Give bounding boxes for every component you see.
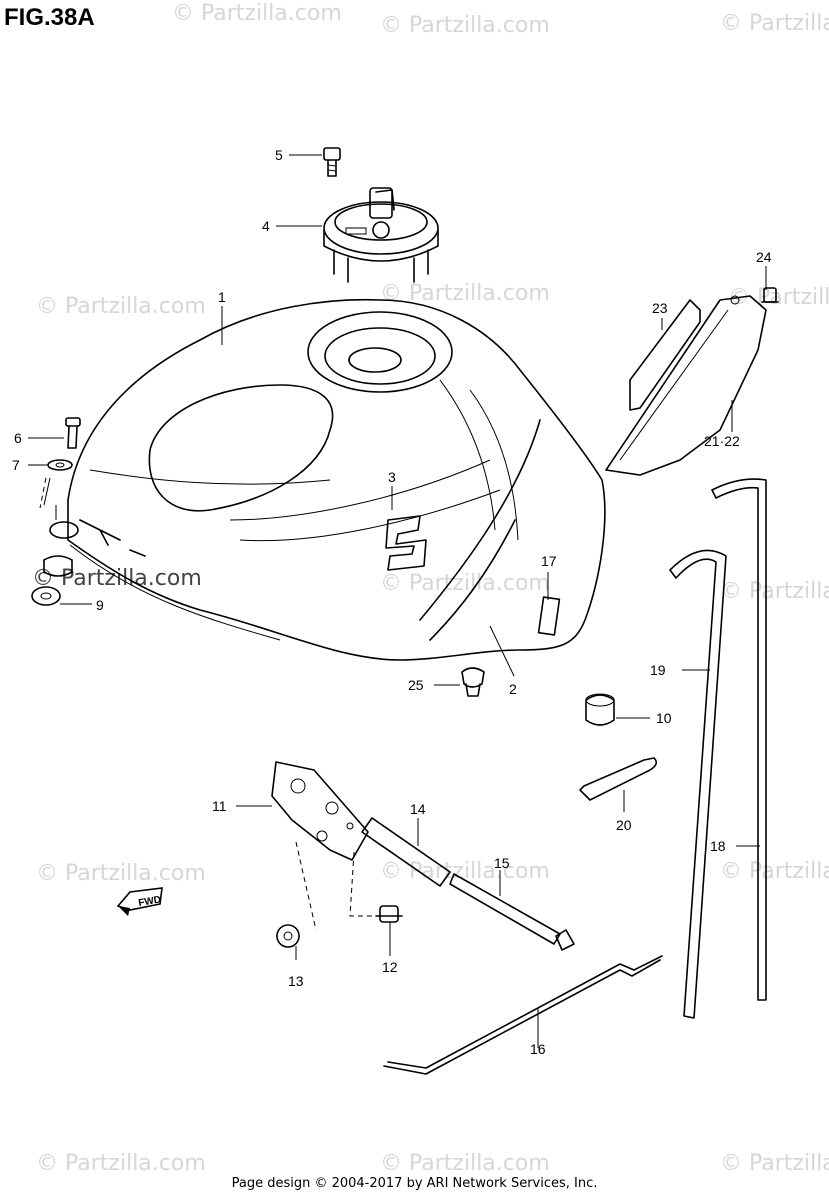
callout-6: 6 [14,430,22,446]
callout-19: 19 [650,662,666,678]
leader-lines [28,154,767,1048]
callout-10: 10 [656,710,672,726]
part-4-fuel-cap [323,187,439,283]
callout-21-22: 21·22 [704,433,740,449]
figure-title: FIG.38A [4,4,95,31]
part-12-bolt [375,905,403,923]
part-13-nut [276,924,300,948]
watermark-text: © Partzilla.com [36,294,206,319]
part-23-cover [629,299,701,411]
watermark-text: © Partzilla.com [720,11,829,36]
part-7-washer [47,459,73,471]
callout-12: 12 [382,959,398,975]
watermark-text: © Partzilla.com [380,13,550,38]
part-10-damper [585,693,615,726]
callout-16: 16 [530,1041,546,1057]
callout-18: 18 [710,838,726,854]
callout-14: 14 [410,801,426,817]
callout-25: 25 [408,677,424,693]
callout-1: 1 [218,289,226,305]
part-19-hose [669,549,727,1019]
part-24-screw [761,287,779,303]
part-18-hose [711,478,767,1001]
callout-20: 20 [616,817,632,833]
fwd-arrow-icon: FWD [116,887,163,916]
part-15-bolt [449,873,575,951]
part-20-clamp [579,757,658,801]
callout-5: 5 [275,147,283,163]
callout-24: 24 [756,249,772,265]
watermark-text: © Partzilla.com [720,579,829,604]
part-25-grommet [461,667,485,697]
part-5-screw [323,147,341,177]
part-9-cushion [31,477,79,606]
part-6-bolt [65,417,81,449]
watermark-text: © Partzilla.com [172,1,342,26]
part-1-fuel-tank [67,298,606,661]
callout-11: 11 [212,798,227,814]
callout-9: 9 [96,597,104,613]
fwd-label: FWD [138,894,162,909]
callout-4: 4 [262,218,270,234]
callouts: 5 4 1 6 7 9 3 17 2 25 10 20 19 18 21·22 … [12,147,772,1057]
callout-2: 2 [509,681,517,697]
part-14-collar [361,817,451,887]
watermark-text: © Partzilla.com [36,861,206,886]
watermark-text: © Partzilla.com [32,566,202,591]
watermark-text: © Partzilla.com [728,285,829,310]
page-footer: Page design © 2004-2017 by ARI Network S… [231,1176,598,1191]
watermark-text: © Partzilla.com [380,1151,550,1176]
callout-7: 7 [12,457,20,473]
watermark-text: © Partzilla.com [720,1151,829,1176]
callout-3: 3 [388,469,396,485]
callout-15: 15 [494,855,510,871]
watermark-text: © Partzilla.com [36,1151,206,1176]
callout-17: 17 [541,553,557,569]
part-16-prop-rod [383,955,663,1075]
watermark-text: © Partzilla.com [720,859,829,884]
watermark-text: © Partzilla.com [380,571,550,596]
watermarks: © Partzilla.com © Partzilla.com © Partzi… [32,1,829,1176]
callout-23: 23 [652,300,668,316]
callout-13: 13 [288,973,304,989]
part-21-22-side-cover [605,295,767,476]
part-11-bracket [271,761,369,861]
